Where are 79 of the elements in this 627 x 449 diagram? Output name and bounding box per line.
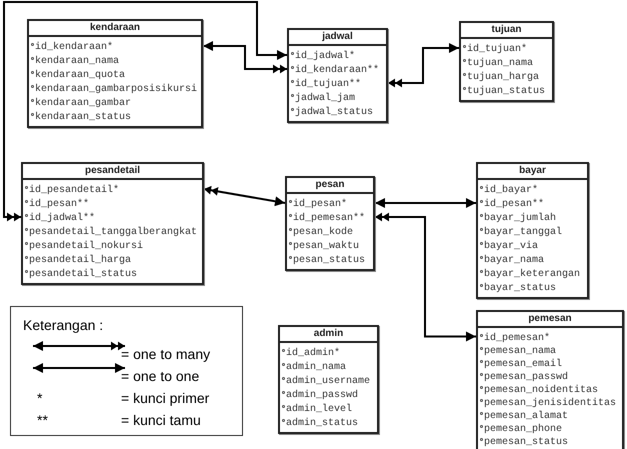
relation-arrow: [375, 198, 476, 208]
field-name: bayar_keterangan: [484, 270, 580, 280]
relation-arrow: [204, 186, 286, 206]
entity-table: [476, 310, 624, 449]
legend-text: = kunci tamu: [121, 411, 201, 430]
entity-table: [476, 162, 589, 299]
relation-arrow: [3, 1, 287, 222]
field-name: pemesan_passwd: [484, 372, 568, 382]
entity-table: [287, 28, 388, 123]
field-name: pemesan_nama: [484, 346, 556, 356]
table-title: kendaraan: [90, 23, 140, 33]
field-name: pemesan_jenisidentitas: [484, 398, 616, 408]
entity-table: [285, 176, 375, 271]
field-name: id_pemesan*: [484, 334, 550, 344]
key-symbol: *: [37, 389, 42, 408]
field-name: id_kendaraan**: [295, 66, 380, 76]
entity-table: [21, 162, 204, 285]
field-name: id_tujuan**: [295, 80, 362, 90]
field-name: pesandetail_status: [29, 270, 138, 280]
field-name: kendaraan_gambar: [35, 99, 132, 109]
field-name: pemesan_phone: [484, 424, 562, 434]
field-name: pesandetail_tanggalberangkat: [29, 228, 198, 238]
field-name: pemesan_status: [484, 438, 568, 448]
field-name: id_jadwal**: [29, 214, 96, 224]
legend-heading: Keterangan :: [23, 316, 104, 335]
field-name: pesan_kode: [293, 228, 354, 238]
field-name: bayar_tanggal: [484, 228, 562, 238]
legend-text: = one to many: [121, 345, 210, 364]
field-name: tujuan_status: [467, 87, 546, 97]
field-name: pesan_waktu: [293, 242, 360, 252]
field-name: bayar_jumlah: [484, 214, 556, 224]
table-title: pemesan: [528, 314, 572, 324]
field-name: pesan_status: [293, 256, 366, 266]
field-name: admin_passwd: [286, 391, 358, 401]
field-name: admin_username: [286, 377, 370, 387]
field-name: admin_level: [286, 405, 352, 415]
entity-table: [459, 21, 554, 102]
field-name: bayar_nama: [484, 256, 544, 266]
field-name: bayar_status: [484, 284, 556, 294]
field-name: bayar_via: [484, 242, 538, 252]
legend-text: = one to one: [121, 367, 200, 386]
field-name: id_pesan**: [29, 200, 90, 210]
field-name: pemesan_alamat: [484, 412, 568, 422]
field-name: id_pesandetail*: [29, 186, 120, 196]
field-name: id_kendaraan*: [35, 43, 114, 53]
field-name: id_bayar*: [484, 186, 538, 196]
field-name: id_jadwal*: [295, 52, 356, 62]
table-title: tujuan: [492, 25, 522, 35]
legend-text: = kunci primer: [121, 389, 210, 408]
entity-table: [278, 325, 379, 434]
relation-arrow: [203, 41, 287, 74]
field-name: id_admin*: [286, 349, 340, 359]
field-name: pesandetail_nokursi: [29, 242, 144, 252]
relation-arrow: [388, 43, 459, 88]
field-name: id_tujuan*: [467, 45, 528, 55]
table-title: bayar: [519, 166, 546, 176]
field-name: admin_nama: [286, 363, 346, 373]
table-title: pesandetail: [84, 166, 140, 176]
field-name: kendaraan_nama: [35, 57, 120, 67]
key-symbol: **: [37, 411, 48, 430]
field-name: pesandetail_harga: [29, 256, 132, 266]
field-name: kendaraan_gambarposisikursi: [35, 85, 198, 95]
table-title: jadwal: [322, 32, 353, 42]
table-title: admin: [314, 329, 344, 339]
table-title: pesan: [316, 180, 344, 190]
field-name: jadwal_status: [295, 108, 374, 118]
field-name: id_pemesan**: [293, 214, 366, 224]
field-name: tujuan_nama: [467, 59, 534, 69]
field-name: id_pesan*: [293, 200, 348, 210]
field-name: pemesan_email: [484, 360, 562, 370]
field-name: id_pesan**: [484, 200, 544, 210]
field-name: admin_status: [286, 419, 358, 429]
field-name: pemesan_noidentitas: [484, 386, 598, 396]
entity-table: [27, 19, 203, 128]
field-name: kendaraan_status: [35, 113, 132, 123]
field-name: kendaraan_quota: [35, 71, 126, 81]
field-name: jadwal_jam: [295, 94, 356, 104]
relation-arrow: [375, 212, 476, 342]
field-name: tujuan_harga: [467, 73, 540, 83]
